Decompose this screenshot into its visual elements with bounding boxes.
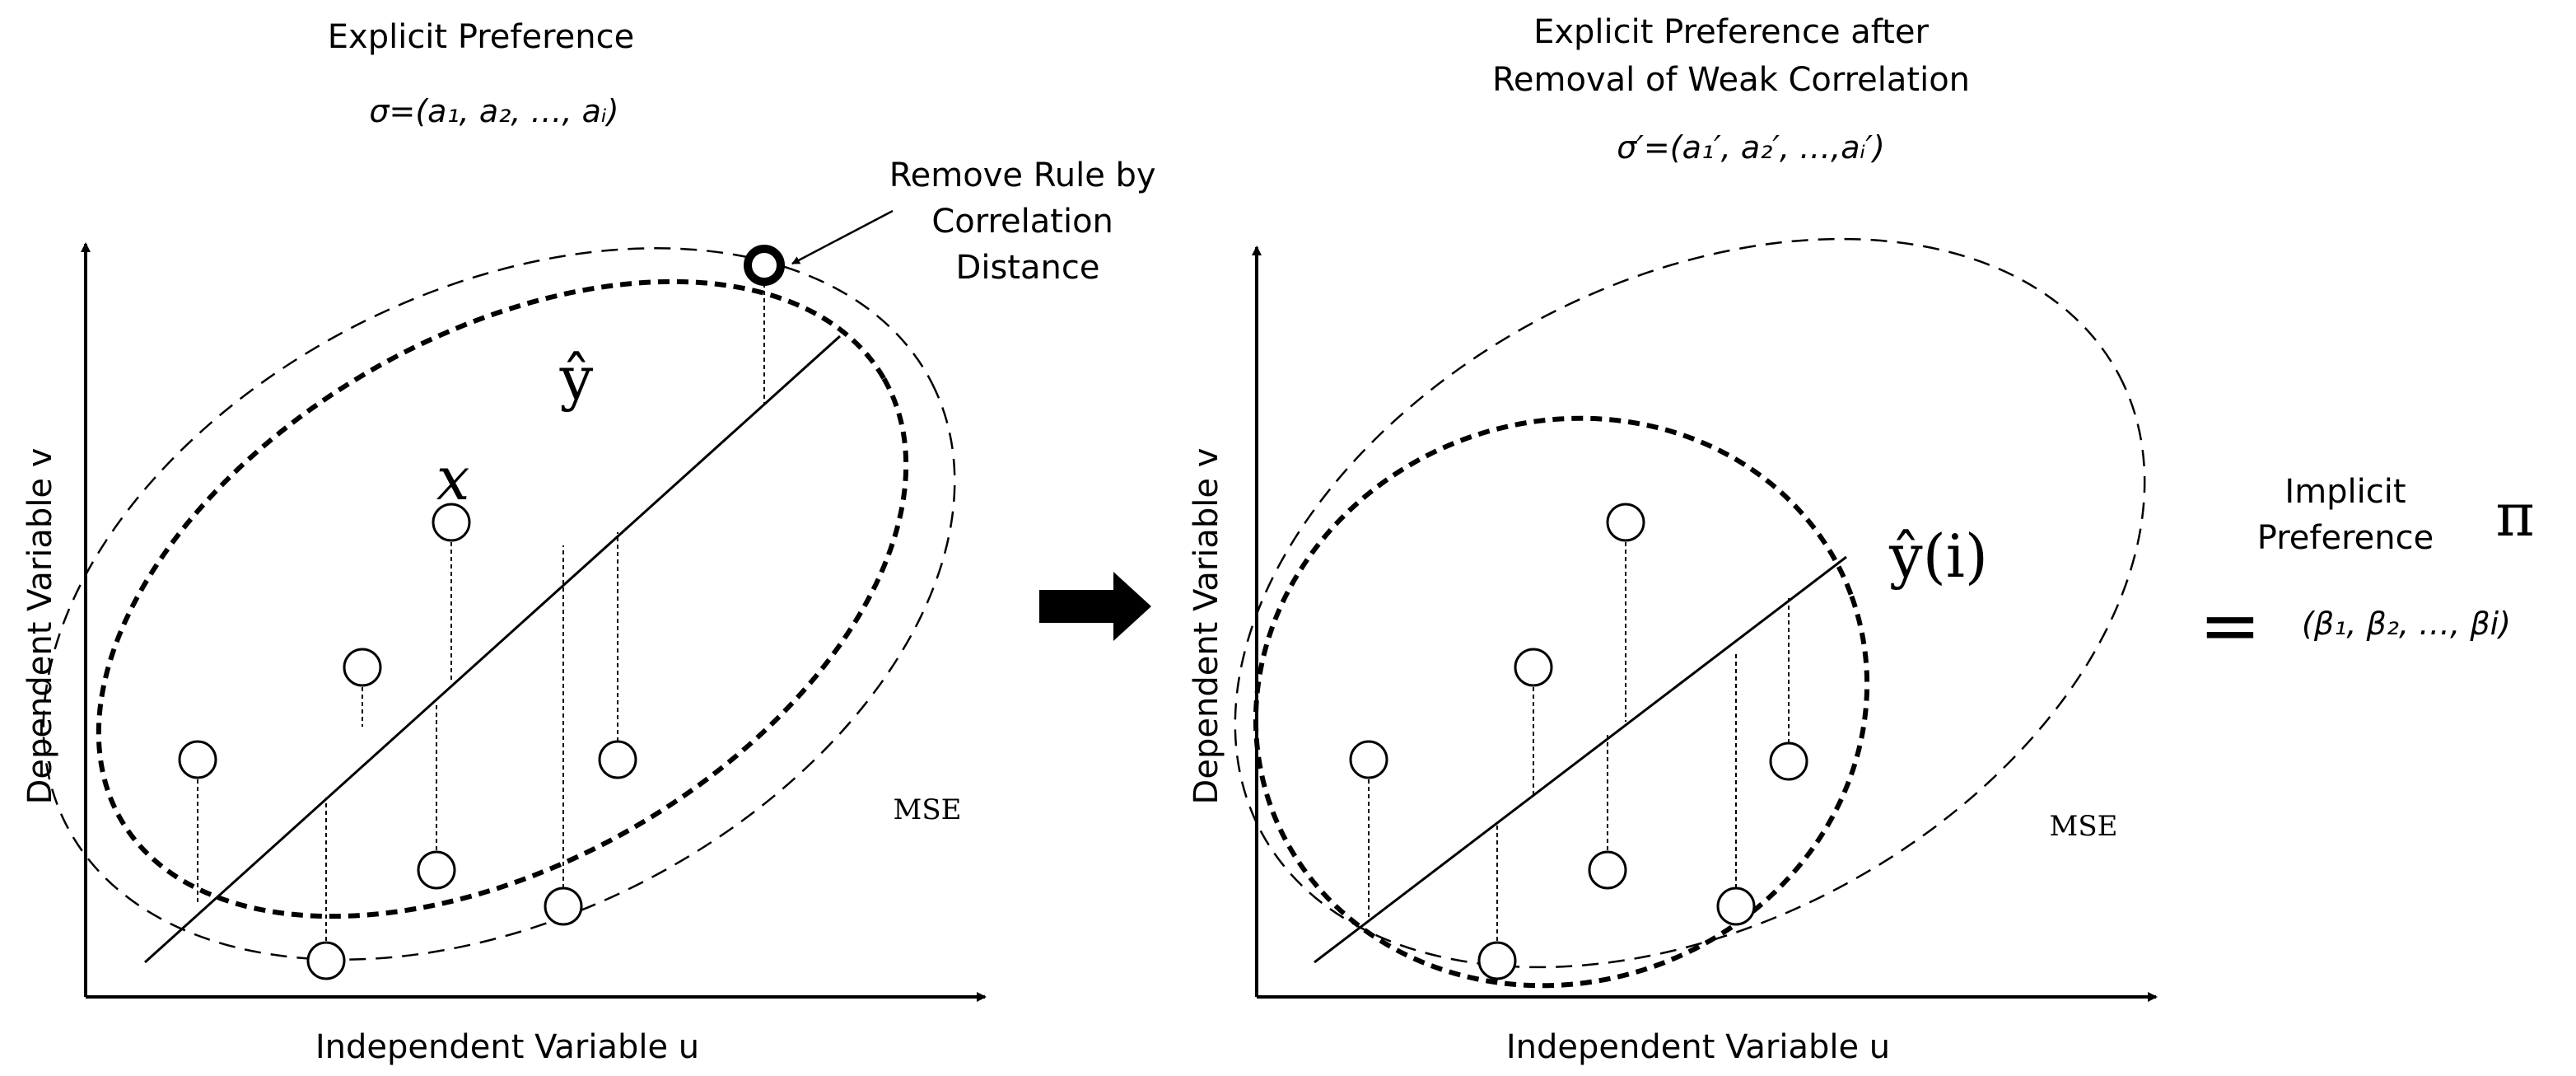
data-point	[1588, 850, 1627, 890]
data-point	[1349, 740, 1388, 779]
left-residuals	[197, 283, 765, 941]
right-y-hat-label: ŷ(i)	[1888, 522, 1988, 591]
result-formula: (β₁, β₂, …, βi)	[2302, 606, 2511, 642]
right-regression-line	[1314, 555, 1847, 964]
right-y-axis-label: Dependent Variable v	[1188, 448, 1225, 805]
left-y-axis-label: Dependent Variable v	[21, 448, 59, 805]
equals-sign: =	[2199, 582, 2261, 669]
data-point	[343, 648, 382, 687]
transition-arrow-icon	[1039, 572, 1151, 641]
result-section: Implicit Preference π = (β₁, β₂, …, βi)	[2199, 473, 2534, 669]
right-title-line2: Removal of Weak Correlation	[1492, 61, 1970, 99]
data-point	[1477, 941, 1517, 980]
left-annotation: Remove Rule by Correlation Distance	[889, 157, 1167, 287]
right-panel: Explicit Preference after Removal of Wea…	[1188, 13, 2158, 1066]
result-symbol: π	[2495, 480, 2534, 550]
left-data-points	[178, 503, 637, 980]
left-formula: σ=(a₁, a₂, …, aᵢ)	[369, 93, 618, 129]
left-title: Explicit Preference	[328, 18, 634, 56]
annotation-arrow	[791, 209, 894, 265]
left-panel: Explicit Preference σ=(a₁, a₂, …, aᵢ)	[21, 18, 1167, 1066]
data-point	[306, 941, 346, 980]
left-y-hat-label: ŷ	[559, 344, 594, 413]
right-confidence-ellipse	[1253, 415, 1870, 989]
right-mse-ellipse	[1234, 237, 2146, 969]
data-point	[178, 740, 217, 779]
result-label-line1: Implicit	[2284, 473, 2406, 511]
left-x-axis-label: Independent Variable u	[315, 1028, 699, 1066]
result-label-line2: Preference	[2257, 519, 2434, 557]
left-mse-ellipse	[42, 247, 956, 961]
right-residuals	[1368, 542, 1790, 941]
data-point	[544, 887, 583, 926]
data-point	[432, 503, 471, 542]
left-confidence-ellipse	[96, 278, 909, 919]
right-mse-label: MSE	[2050, 810, 2118, 843]
data-point	[1716, 887, 1756, 926]
data-point	[598, 740, 637, 779]
removed-outlier-point	[744, 245, 785, 286]
right-title-line1: Explicit Preference after	[1533, 13, 1929, 51]
right-data-points	[1349, 503, 1808, 980]
data-point	[417, 850, 456, 890]
data-point	[1769, 742, 1808, 781]
left-regression-line	[143, 334, 842, 964]
left-mse-label: MSE	[894, 793, 962, 826]
left-x-label: x	[436, 444, 470, 513]
data-point	[1514, 648, 1553, 687]
data-point	[1606, 503, 1645, 542]
right-x-axis-label: Independent Variable u	[1506, 1028, 1890, 1066]
right-formula: σ′=(a₁′, a₂′, …,aᵢ′)	[1617, 129, 1885, 166]
